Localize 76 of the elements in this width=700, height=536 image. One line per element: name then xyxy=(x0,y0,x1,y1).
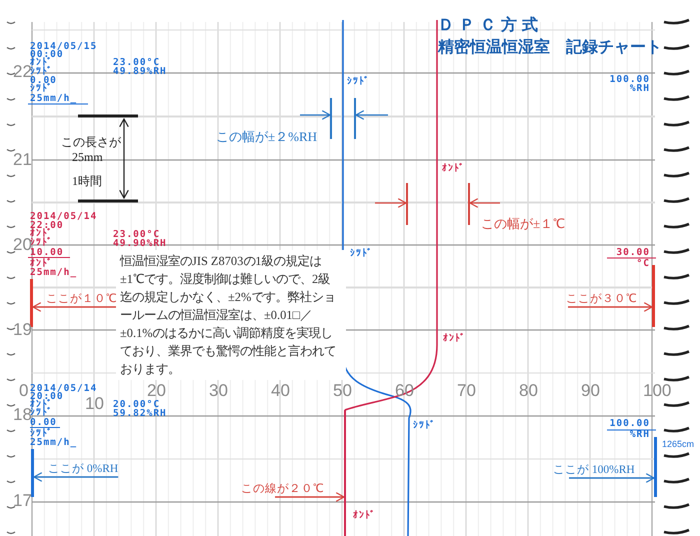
axis-label: 19 xyxy=(13,321,32,338)
trace-label: ｼﾂﾄﾞ xyxy=(413,421,436,430)
humidity-readout: 49.90%RH xyxy=(113,239,167,248)
arrow xyxy=(33,472,118,482)
date-readout: 2014/05/14 xyxy=(30,384,98,393)
chart-title: ＤＰＣ方式 xyxy=(438,17,543,33)
trace-label: ｵﾝﾄﾞ xyxy=(353,511,376,520)
arrow xyxy=(569,472,655,484)
trace-label: ｼﾂﾄﾞ xyxy=(347,77,370,86)
channel-label: ｼﾂﾄﾞ xyxy=(30,408,53,417)
marker-bar xyxy=(654,437,657,497)
marker-bar xyxy=(30,279,33,327)
callout-text: ここが 100%RH xyxy=(553,463,635,478)
scale-readout: 0.00 xyxy=(30,76,57,85)
marker-bar xyxy=(652,265,655,327)
date-readout: 2014/05/14 xyxy=(30,212,98,221)
speed-readout: 25mm/h_ xyxy=(30,268,78,277)
callout-text: ここが 0%RH xyxy=(48,462,118,477)
channel-label: ｵﾝﾄﾞ xyxy=(30,400,53,409)
unit-label: °C xyxy=(636,259,650,268)
channel-label: ｵﾝﾄﾞ xyxy=(30,259,53,268)
scale-readout: 30.00 xyxy=(616,248,650,257)
channel-label: ｼﾂﾄﾞ xyxy=(30,429,53,438)
axis-label: 50 xyxy=(333,382,352,399)
chart-title: 精密恒温恒湿室 記録チャート xyxy=(438,39,662,55)
axis-label: 17 xyxy=(13,492,32,509)
dimension-label: この幅が±２%RH xyxy=(216,130,318,143)
explanation-text: 恒温恒湿室のJIS Z8703の1級の規定は ±1℃です。湿度制御は難しいので、2級迄の規定しかなく、±2%です。弊社ショールームの恒温恒湿室は、±0.01□／±0.1%のはるかに高い調節精度を実現しており、業界でも驚愕の性能と言われております。 xyxy=(116,250,346,380)
axis-label: 20 xyxy=(147,382,166,399)
dimension-label: この長さが xyxy=(61,136,121,148)
dimension-label: 1時間 xyxy=(72,175,102,187)
humidity-readout: 49.89%RH xyxy=(113,67,167,76)
callout-text: ここが３０℃ xyxy=(566,292,637,307)
scale-readout: 100.00 xyxy=(610,75,650,84)
temperature-readout: 23.00°C xyxy=(113,58,160,67)
time-readout: 22:00 xyxy=(30,221,64,230)
channel-label: ｼﾂﾄﾞ xyxy=(30,84,53,93)
scale-readout: 10.00 xyxy=(30,248,64,257)
axis-label: 18 xyxy=(13,406,32,423)
scale-readout: 0.00 xyxy=(30,418,57,427)
axis-label: 70 xyxy=(457,382,476,399)
speed-readout: 25mm/h_ xyxy=(30,438,78,447)
axis-label: 30 xyxy=(209,382,228,399)
axis-label: 0 xyxy=(19,382,28,399)
humidity-readout: 59.82%RH xyxy=(113,409,167,418)
axis-label: 40 xyxy=(271,382,290,399)
trace-label: ｼﾂﾄﾞ xyxy=(350,249,373,258)
date-readout: 2014/05/15 xyxy=(30,42,98,51)
scale-readout: 100.00 xyxy=(610,419,650,428)
temperature-readout: 23.00°C xyxy=(113,230,160,239)
trace-label: ｵﾝﾄﾞ xyxy=(442,164,465,173)
arrow xyxy=(32,302,117,312)
length-label: 1265cm xyxy=(662,440,694,449)
dimension-label: 25mm xyxy=(72,151,103,163)
unit-label: %RH xyxy=(630,84,650,93)
callout-text: この線が２０℃ xyxy=(241,482,324,497)
speed-readout: 25mm/h_ xyxy=(30,94,78,103)
arrow xyxy=(568,302,653,312)
channel-label: ｼﾂﾄﾞ xyxy=(30,67,53,76)
time-readout: 00:00 xyxy=(30,50,64,59)
axis-label: 20 xyxy=(13,236,32,253)
channel-label: ｵﾝﾄﾞ xyxy=(30,58,53,67)
temperature-readout: 20.00°C xyxy=(113,400,160,409)
callout-text: ここが１０℃ xyxy=(46,292,117,307)
dimension-label: この幅が±１℃ xyxy=(481,217,566,230)
axis-label: 10 xyxy=(85,395,104,412)
axis-label: 90 xyxy=(581,382,600,399)
trace-label: ｵﾝﾄﾞ xyxy=(443,334,466,343)
time-readout: 20:00 xyxy=(30,392,64,401)
channel-label: ｼﾂﾄﾞ xyxy=(30,238,53,247)
unit-label: %RH xyxy=(630,430,650,439)
axis-label: 21 xyxy=(13,151,32,168)
arrow xyxy=(275,492,345,502)
channel-label: ｵﾝﾄﾞ xyxy=(30,229,53,238)
marker-bar xyxy=(31,449,34,497)
axis-label: 80 xyxy=(519,382,538,399)
